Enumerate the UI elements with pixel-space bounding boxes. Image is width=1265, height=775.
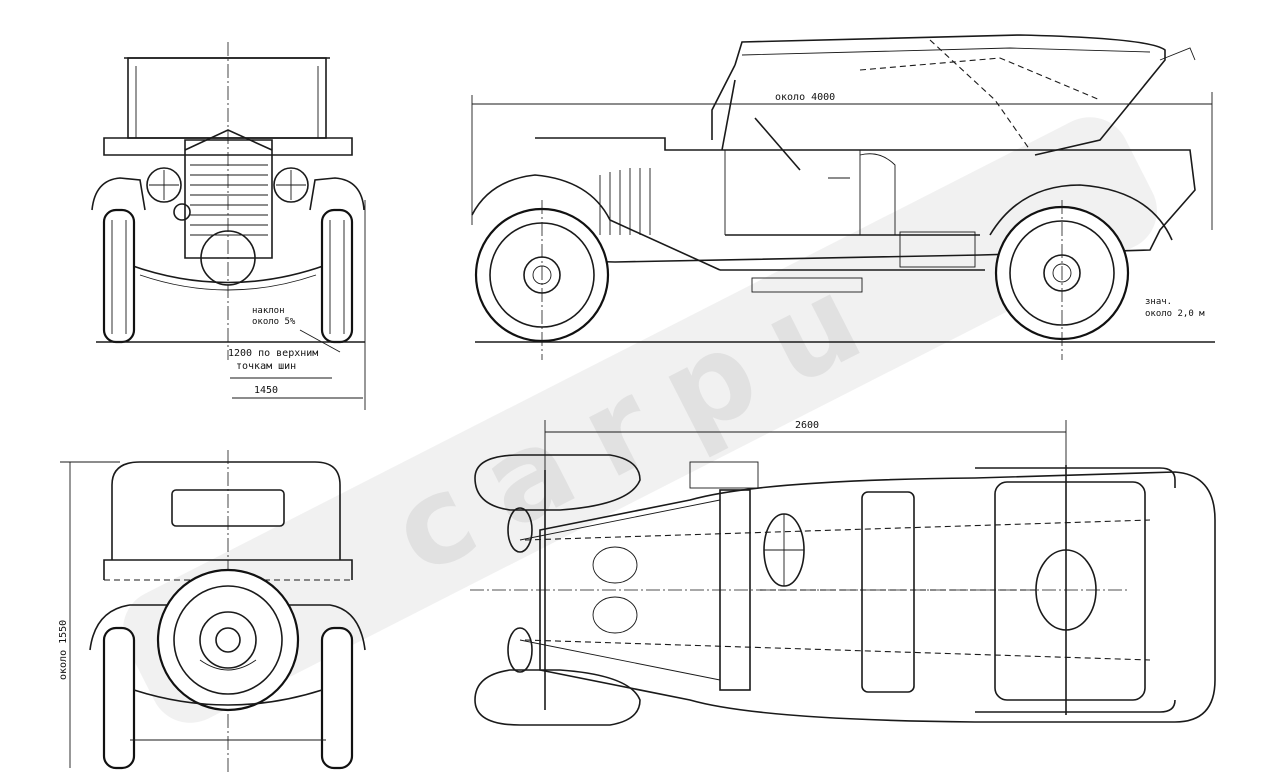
front-tire-right xyxy=(320,208,354,344)
front-track-label-line1: 1200 по верхним xyxy=(228,348,318,359)
radiator-grille xyxy=(190,164,268,236)
rear-body-top xyxy=(111,461,341,560)
hood-vents xyxy=(599,168,651,235)
front-width-label: 1450 xyxy=(254,385,278,396)
rear-tire-left xyxy=(102,626,136,770)
rear-tire-right xyxy=(320,626,354,770)
spare-tire xyxy=(156,568,300,712)
soft-top xyxy=(734,34,1166,156)
front-tire-left xyxy=(102,208,136,344)
front-view: наклон около 5% 1200 по верхним точкам ш… xyxy=(91,42,366,410)
top-front-fender-upper xyxy=(474,454,641,511)
rear-height-label: около 1550 xyxy=(58,620,69,680)
side-length-label: около 4000 xyxy=(775,92,835,103)
top-rear-seat xyxy=(994,481,1146,701)
side-ground-label-line2: около 2,0 м xyxy=(1145,309,1205,319)
front-track-label-line2: точкам шин xyxy=(236,361,296,372)
body-outline xyxy=(534,137,1196,263)
front-tilt-label-line2: около 5% xyxy=(252,317,296,327)
top-front-fender-lower xyxy=(474,669,641,726)
headlight-right xyxy=(273,167,309,203)
headlight-left xyxy=(146,167,182,203)
side-ground-label-line1: знач. xyxy=(1145,297,1172,307)
top-body-outline xyxy=(539,471,1216,723)
top-wheelbase-label: 2600 xyxy=(795,420,819,431)
top-front-seat xyxy=(861,491,915,693)
front-tilt-label-line1: наклон xyxy=(252,306,285,316)
side-view: около 4000 xyxy=(471,34,1215,360)
rear-window xyxy=(171,489,285,527)
rear-view: около 1550 xyxy=(58,450,366,772)
top-view: 2600 xyxy=(470,420,1216,726)
